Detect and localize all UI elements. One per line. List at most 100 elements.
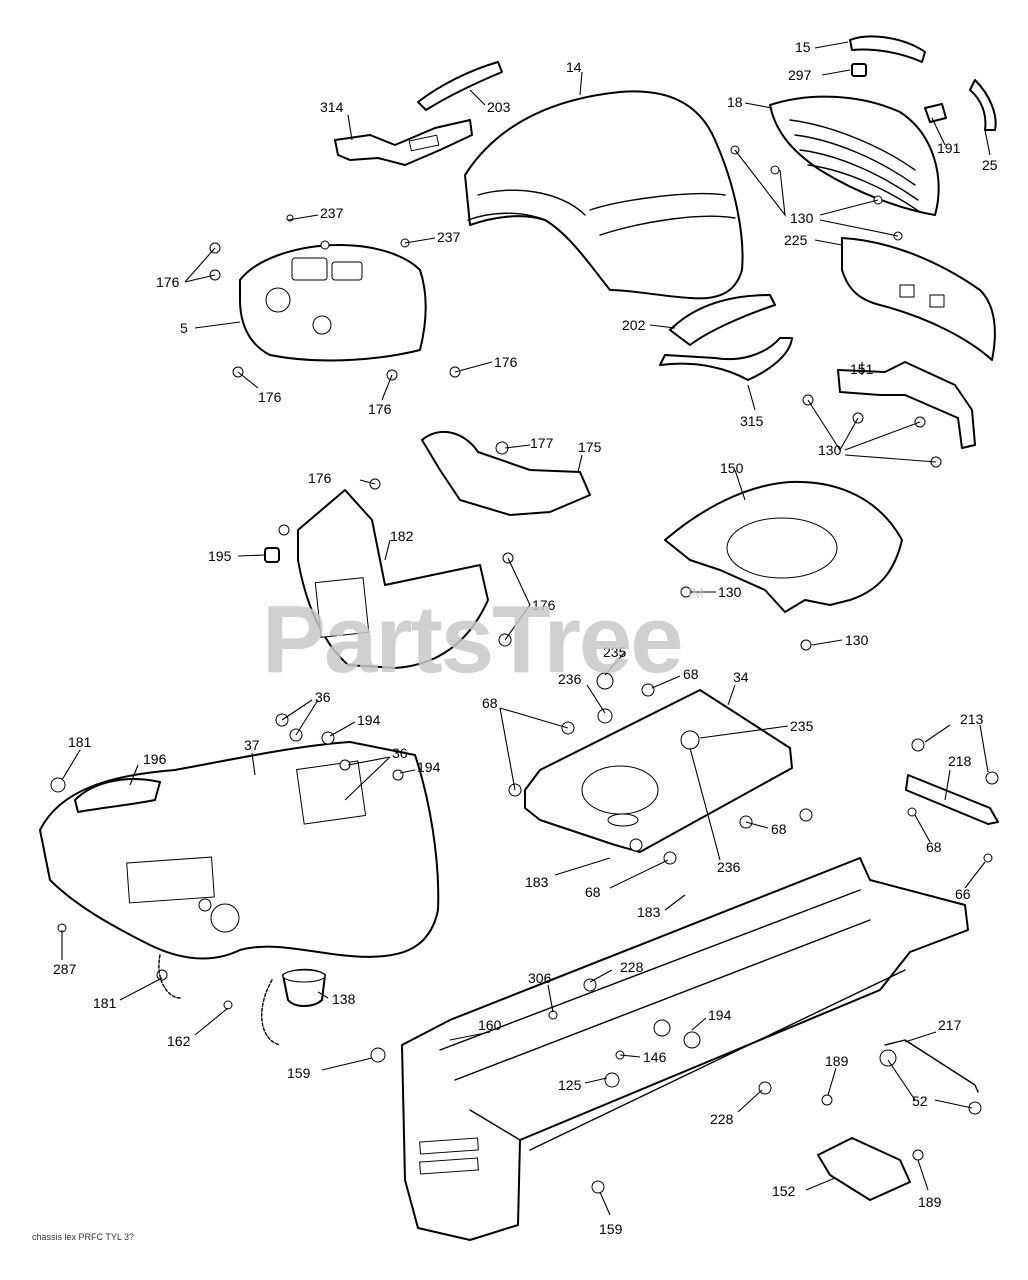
part-guard	[817, 1137, 911, 1201]
callout-label: 68	[683, 666, 699, 682]
callout-label: 237	[437, 229, 461, 245]
part-small-clip	[924, 103, 947, 123]
part-main-frame-rails	[439, 889, 906, 1151]
callout-label: 217	[938, 1017, 962, 1033]
callout-label: 68	[585, 884, 601, 900]
part-floor-pan-hole-1	[210, 903, 240, 933]
callout-label: 159	[287, 1065, 311, 1081]
callout-label: 159	[599, 1221, 623, 1237]
callout-label: 52	[912, 1093, 928, 1109]
callout-label: 25	[982, 157, 998, 173]
callout-label: 315	[740, 413, 764, 429]
part-floor-pan-opening	[126, 856, 215, 904]
part-lower-dash-slot	[314, 577, 370, 638]
part-boot-top	[282, 969, 326, 983]
part-hood-bracket-slot	[408, 134, 440, 152]
callout-label: 130	[790, 210, 814, 226]
part-upper-bracket	[417, 61, 503, 111]
callout-label: 181	[68, 734, 92, 750]
part-dash-ignition	[312, 315, 332, 335]
footer-code: chassis lex PRFC TYL 3?	[32, 1232, 135, 1242]
callout-label: 194	[708, 1007, 732, 1023]
part-side-lens	[669, 294, 776, 346]
callout-label: 176	[494, 354, 518, 370]
callout-labels: 15 297 14 203 314 18 191 25 130 237 237 …	[53, 39, 998, 1237]
part-side-grille	[659, 337, 793, 381]
callout-label: 183	[637, 904, 661, 920]
watermark-trademark: TM	[685, 585, 704, 601]
callout-label: 228	[620, 959, 644, 975]
callout-label: 66	[955, 886, 971, 902]
part-curved-bracket	[969, 79, 997, 131]
callout-label: 68	[926, 839, 942, 855]
callout-label: 151	[850, 361, 874, 377]
callout-label: 306	[528, 970, 552, 986]
part-rod	[884, 1039, 979, 1093]
watermark-text: PartsTree	[262, 586, 684, 693]
callout-label: 236	[558, 671, 582, 687]
callout-label: 235	[790, 718, 814, 734]
callout-label: 37	[244, 737, 260, 753]
callout-label: 176	[532, 597, 556, 613]
callout-label: 146	[643, 1049, 667, 1065]
callout-label: 237	[320, 205, 344, 221]
callout-label: 189	[918, 1194, 942, 1210]
part-hood-vents	[467, 189, 736, 236]
callout-label: 176	[156, 274, 180, 290]
callout-label: 182	[390, 528, 414, 544]
callout-label: 196	[143, 751, 167, 767]
part-steering-support	[421, 431, 591, 516]
part-engine-plate	[524, 689, 793, 853]
callout-label: 175	[578, 439, 602, 455]
part-front-bumper	[841, 237, 996, 361]
part-cap	[264, 547, 280, 563]
callout-label: 218	[948, 753, 972, 769]
leader-lines	[61, 41, 991, 1216]
callout-label: 68	[771, 821, 787, 837]
callout-label: 297	[788, 67, 812, 83]
part-dash-window-right	[331, 261, 363, 281]
fasteners	[50, 145, 999, 1194]
callout-label: 314	[320, 99, 344, 115]
part-small-plate	[905, 774, 999, 825]
callout-label: 194	[357, 712, 381, 728]
callout-label: 181	[93, 995, 117, 1011]
part-bumper-slot-2	[929, 294, 945, 308]
callout-label: 14	[566, 59, 582, 75]
part-frame-slot-2	[419, 1157, 479, 1175]
callout-label: 287	[53, 961, 77, 977]
callout-label: 176	[368, 401, 392, 417]
part-frame-slot-1	[419, 1137, 479, 1155]
callout-label: 189	[825, 1053, 849, 1069]
part-trim-strip	[849, 35, 926, 63]
callout-label: 183	[525, 874, 549, 890]
callout-label: 130	[818, 442, 842, 458]
part-pedal-pad	[74, 778, 161, 813]
callout-label: 138	[332, 991, 356, 1007]
part-engine-plate-bushing	[680, 730, 700, 750]
callout-label: 176	[308, 470, 332, 486]
callout-label: 36	[315, 689, 331, 705]
part-hood-bracket	[334, 119, 473, 166]
part-dash-window-left	[291, 257, 328, 281]
part-clip	[851, 63, 867, 77]
callout-label: 195	[208, 548, 232, 564]
callout-label: 235	[603, 644, 627, 660]
callout-label: 194	[417, 759, 441, 775]
part-engine-plate-opening	[581, 765, 659, 815]
part-dash-gauge	[265, 287, 291, 313]
callout-label: 68	[482, 695, 498, 711]
part-main-frame	[401, 857, 969, 1241]
callout-label: 228	[710, 1111, 734, 1127]
part-engine-plate-slot	[607, 813, 639, 827]
callout-label: 202	[622, 317, 646, 333]
part-hood	[464, 90, 744, 300]
part-floor-pan-cutout	[295, 760, 367, 825]
part-front-grille-slots	[789, 119, 921, 213]
callout-label: 176	[258, 389, 282, 405]
callout-label: 213	[960, 711, 984, 727]
callout-label: 15	[795, 39, 811, 55]
callout-label: 162	[167, 1033, 191, 1049]
